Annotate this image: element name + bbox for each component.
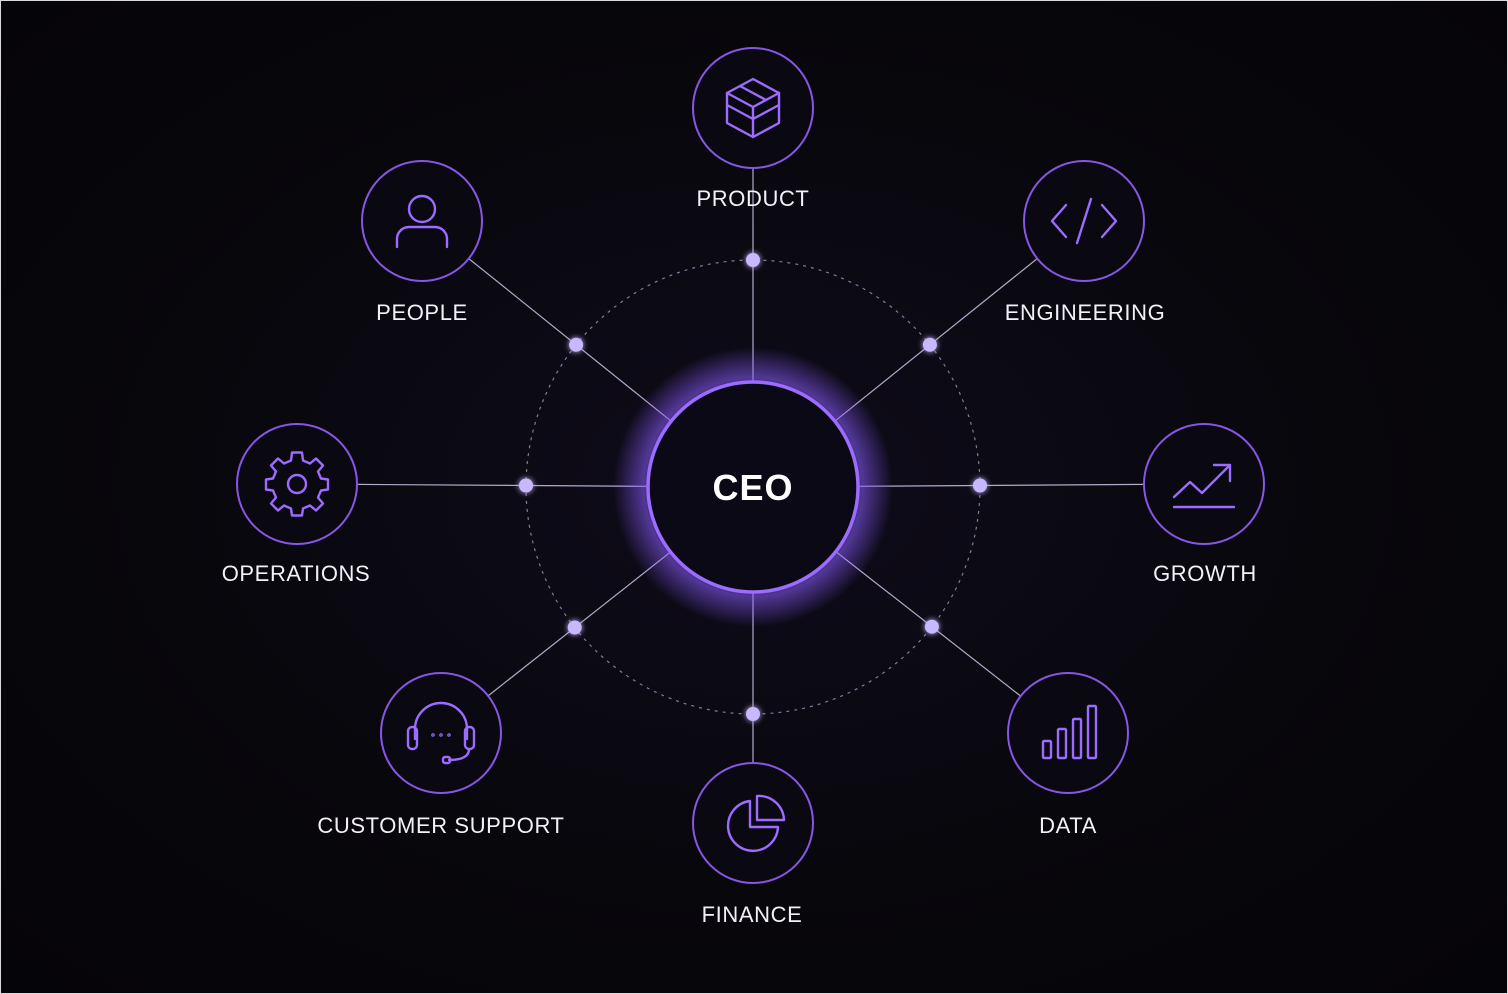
node-product[interactable]: PRODUCT xyxy=(692,47,814,211)
node-circle xyxy=(692,762,814,884)
connector-dot xyxy=(569,337,584,352)
node-data[interactable]: DATA xyxy=(1007,672,1129,838)
node-label-data: DATA xyxy=(1039,813,1097,838)
connector-dots xyxy=(519,253,987,721)
node-customer-support[interactable]: CUSTOMER SUPPORT xyxy=(317,672,564,838)
node-people[interactable]: PEOPLE xyxy=(361,160,483,325)
cube-icon xyxy=(725,77,781,139)
node-label-product: PRODUCT xyxy=(697,186,810,211)
node-operations[interactable]: OPERATIONS xyxy=(222,423,371,586)
trend-up-icon xyxy=(1172,463,1236,509)
bar-chart-icon xyxy=(1041,704,1098,760)
ceo-circle xyxy=(646,380,860,594)
node-engineering[interactable]: ENGINEERING xyxy=(1005,160,1166,325)
connector-dot xyxy=(746,253,760,267)
connector-line xyxy=(356,483,649,487)
connector-dot xyxy=(924,619,939,634)
connector-dot xyxy=(922,337,937,352)
connector-line xyxy=(468,258,672,422)
node-circle xyxy=(1007,672,1129,794)
node-finance[interactable]: FINANCE xyxy=(692,762,814,927)
code-icon xyxy=(1050,197,1118,245)
node-label-engineering: ENGINEERING xyxy=(1005,300,1166,325)
connector-dot xyxy=(519,478,533,493)
person-icon xyxy=(395,194,449,249)
connector-dot xyxy=(973,478,987,493)
node-label-finance: FINANCE xyxy=(702,902,803,927)
node-circle xyxy=(1143,423,1265,545)
node-growth[interactable]: GROWTH xyxy=(1143,423,1265,586)
gear-icon xyxy=(264,451,330,517)
node-label-operations: OPERATIONS xyxy=(222,561,371,586)
node-label-customer-support: CUSTOMER SUPPORT xyxy=(317,813,564,838)
ceo-label: CEO xyxy=(712,467,793,508)
node-circle xyxy=(236,423,358,545)
node-label-growth: GROWTH xyxy=(1153,561,1257,586)
node-label-people: PEOPLE xyxy=(376,300,468,325)
connector-line xyxy=(857,483,1145,487)
connector-line xyxy=(834,258,1038,422)
ceo-node[interactable]: CEO xyxy=(613,347,893,627)
node-circle xyxy=(380,672,502,794)
headset-icon xyxy=(406,701,476,765)
pie-chart-icon xyxy=(726,794,786,852)
connector-dot xyxy=(567,620,582,635)
connector-dot xyxy=(746,707,760,721)
department-nodes: PRODUCT ENGINEERING GROWTH DATA FINANCE … xyxy=(222,47,1265,927)
